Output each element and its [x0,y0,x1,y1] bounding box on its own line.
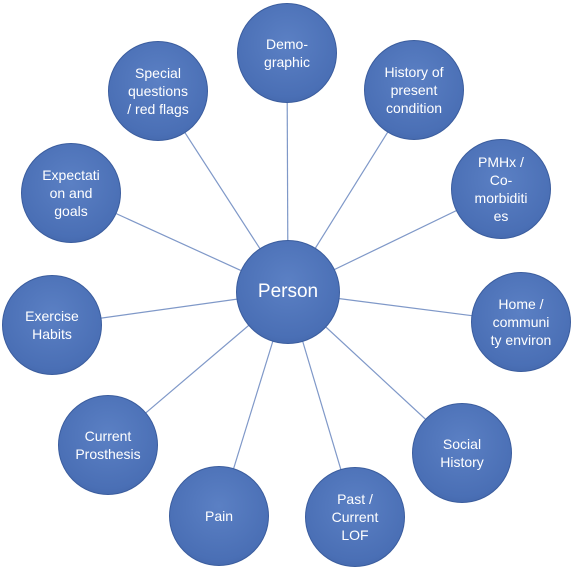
node-history-present: History of present condition [364,40,464,140]
node-label-line: History [440,454,484,470]
node-label-line: PMHx / [478,154,524,170]
node-label-line: morbiditi [474,190,528,206]
node-social-history: Social History [412,403,512,503]
node-label-line: Demo- [265,36,308,52]
node-label-line: es [493,208,509,224]
node-label-line: ty environ [490,332,552,348]
node-label-line: Co- [489,172,513,188]
node-label-line: Expectati [42,167,100,183]
node-label-line: Special [135,65,181,81]
node-label-line: Past / [337,491,373,507]
node-current-prosthesis: Current Prosthesis [58,395,158,495]
node-past-lof: Past / Current LOF [305,467,405,567]
node-label-line: Prosthesis [75,446,141,462]
node-label-line: Current [331,509,379,525]
node-label-line: Social [442,436,482,452]
node-label-line: questions [128,83,188,99]
node-expectation: Expectati on and goals [21,143,121,243]
node-label-line: goals [54,203,88,219]
node-label-line: condition [385,100,443,116]
node-label-line: History of [384,64,444,80]
node-exercise-habits: Exercise Habits [2,275,102,375]
node-home: Home / communi ty environ [471,272,571,372]
node-label-line: Current [84,428,132,444]
node-label-line: on and [49,185,93,201]
node-label-line: Habits [32,326,72,342]
node-label-line: graphic [264,54,310,70]
node-label-line: Home / [498,296,544,312]
center-node-label: Person [257,281,319,302]
node-pmhx: PMHx / Co- morbiditi es [451,139,551,239]
node-label-line: communi [492,314,550,330]
node-pain: Pain [169,466,269,566]
node-demographic: Demo- graphic [237,3,337,103]
node-label-line: Pain [204,508,234,524]
node-label-line: Exercise [25,308,79,324]
center-node-person: Person [236,240,340,344]
node-label-line: present [390,82,438,98]
node-label-line: / red flags [127,101,189,117]
node-special-questions: Special questions / red flags [108,41,208,141]
node-label-line: LOF [341,527,369,543]
